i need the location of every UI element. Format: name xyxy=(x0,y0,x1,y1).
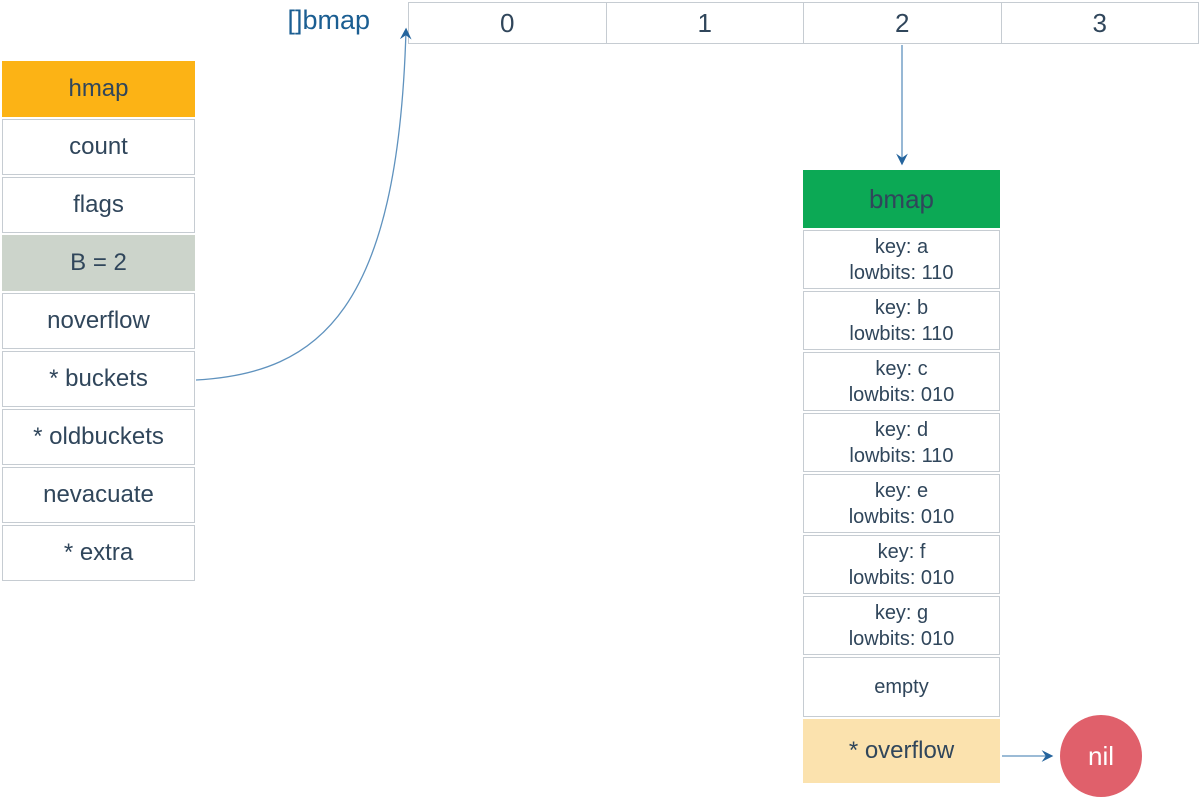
entry-lowbits: lowbits: 110 xyxy=(849,444,954,467)
entry-key: key: g xyxy=(874,601,929,624)
entry-lowbits: lowbits: 010 xyxy=(848,505,955,528)
entry-key: key: b xyxy=(874,296,929,319)
hmap-row-b: B = 2 xyxy=(2,235,195,291)
bucket-array: 0 1 2 3 xyxy=(408,2,1199,44)
hmap-row-noverflow: noverflow xyxy=(2,293,195,349)
bmap-entry-g: key: g lowbits: 010 xyxy=(803,596,1000,655)
hmap-row-nevacuate: nevacuate xyxy=(2,467,195,523)
bmap-entry-a: key: a lowbits: 110 xyxy=(803,230,1000,289)
bucket-array-cell-0: 0 xyxy=(500,7,515,38)
bmap-entry-e: key: e lowbits: 010 xyxy=(803,474,1000,533)
hmap-struct: hmap count flags B = 2 noverflow * bucke… xyxy=(2,61,195,583)
entry-key: key: c xyxy=(875,357,928,380)
entry-lowbits: lowbits: 110 xyxy=(849,261,954,284)
hmap-row-flags: flags xyxy=(2,177,195,233)
hmap-row-buckets: * buckets xyxy=(2,351,195,407)
nil-node: nil xyxy=(1060,715,1142,797)
bmap-empty-slot: empty xyxy=(803,657,1000,717)
entry-key: key: f xyxy=(877,540,926,563)
entry-lowbits: lowbits: 010 xyxy=(848,627,955,650)
entry-lowbits: lowbits: 010 xyxy=(848,566,955,589)
bmap-entry-f: key: f lowbits: 010 xyxy=(803,535,1000,594)
buckets-to-array-arrow xyxy=(195,27,412,381)
entry-key: key: e xyxy=(874,479,929,502)
hmap-row-oldbuckets: * oldbuckets xyxy=(2,409,195,465)
bmap-entry-d: key: d lowbits: 110 xyxy=(803,413,1000,472)
entry-lowbits: lowbits: 010 xyxy=(848,383,955,406)
bucket-array-cell-1: 1 xyxy=(605,3,804,43)
bmap-header: bmap xyxy=(803,170,1000,228)
hmap-row-extra: * extra xyxy=(2,525,195,581)
bmap-overflow-pointer: * overflow xyxy=(803,719,1000,783)
hmap-header: hmap xyxy=(2,61,195,117)
entry-key: key: a xyxy=(874,235,929,258)
bmap-entry-b: key: b lowbits: 110 xyxy=(803,291,1000,350)
bmap-entry-c: key: c lowbits: 010 xyxy=(803,352,1000,411)
hmap-row-count: count xyxy=(2,119,195,175)
bucket-array-cell-3: 3 xyxy=(1000,3,1199,43)
bucket-array-cell-2: 2 xyxy=(803,3,1001,43)
entry-key: key: d xyxy=(874,418,929,441)
bmap-struct: bmap key: a lowbits: 110 key: b lowbits:… xyxy=(803,170,1000,785)
bmap-array-label: []bmap xyxy=(287,5,370,35)
entry-lowbits: lowbits: 110 xyxy=(849,322,954,345)
